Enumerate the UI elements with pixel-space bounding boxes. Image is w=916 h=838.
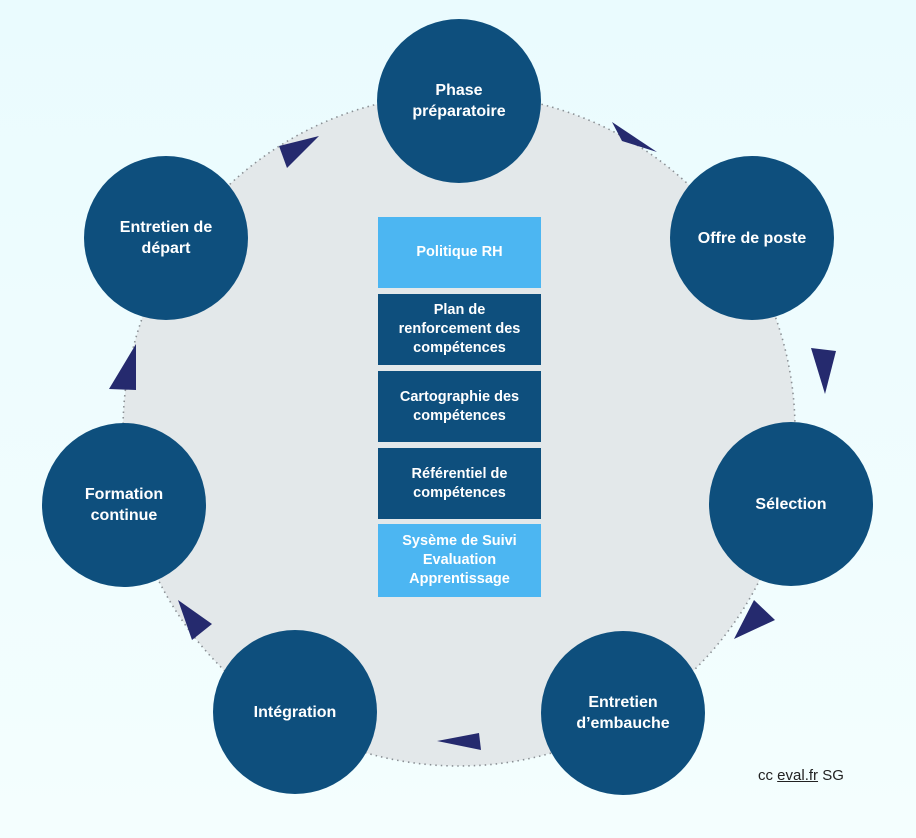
node-label: Entretien de départ xyxy=(119,219,213,257)
cycle-arrow xyxy=(437,733,481,750)
node-label: Entretien d’embauche xyxy=(576,694,670,732)
node-entretien-depart: Entretien de départ xyxy=(84,156,248,320)
credit-line: cc eval.fr SG xyxy=(758,767,844,784)
credit-suffix: SG xyxy=(822,767,844,784)
box-cartographie: Cartographie des compétences xyxy=(378,371,541,442)
node-selection: Sélection xyxy=(709,422,873,586)
box-suivi-evaluation: Sysème de Suivi Evaluation Apprentissage xyxy=(378,524,541,597)
node-label: Sélection xyxy=(755,495,827,513)
node-offre-de-poste: Offre de poste xyxy=(670,156,834,320)
credit-prefix: cc xyxy=(758,767,773,784)
node-formation-continue: Formation continue xyxy=(42,423,206,587)
cycle-arrow xyxy=(734,600,775,639)
box-label: Référentiel de compétences xyxy=(411,465,508,501)
node-label: Intégration xyxy=(253,703,337,721)
box-referentiel: Référentiel de compétences xyxy=(378,448,541,519)
box-politique-rh: Politique RH xyxy=(378,217,541,288)
cycle-arrow xyxy=(279,136,319,168)
box-label: Plan de renforcement des compétences xyxy=(398,302,521,356)
node-label: Formation continue xyxy=(84,486,164,524)
box-label: Politique RH xyxy=(416,244,503,260)
cycle-arrow xyxy=(109,344,136,390)
node-label: Phase préparatoire xyxy=(412,82,506,120)
box-label: Sysème de Suivi Evaluation Apprentissage xyxy=(402,533,517,587)
cycle-arrow xyxy=(612,122,657,152)
cycle-arrow xyxy=(811,348,836,394)
box-plan-renforcement: Plan de renforcement des compétences xyxy=(378,294,541,365)
node-phase-preparatoire: Phase préparatoire xyxy=(377,19,541,183)
credit-link[interactable]: eval.fr xyxy=(777,767,819,784)
box-label: Cartographie des compétences xyxy=(399,388,520,424)
node-entretien-embauche: Entretien d’embauche xyxy=(541,631,705,795)
node-label: Offre de poste xyxy=(697,229,807,247)
node-integration: Intégration xyxy=(213,630,377,794)
cycle-arrow xyxy=(178,600,212,640)
